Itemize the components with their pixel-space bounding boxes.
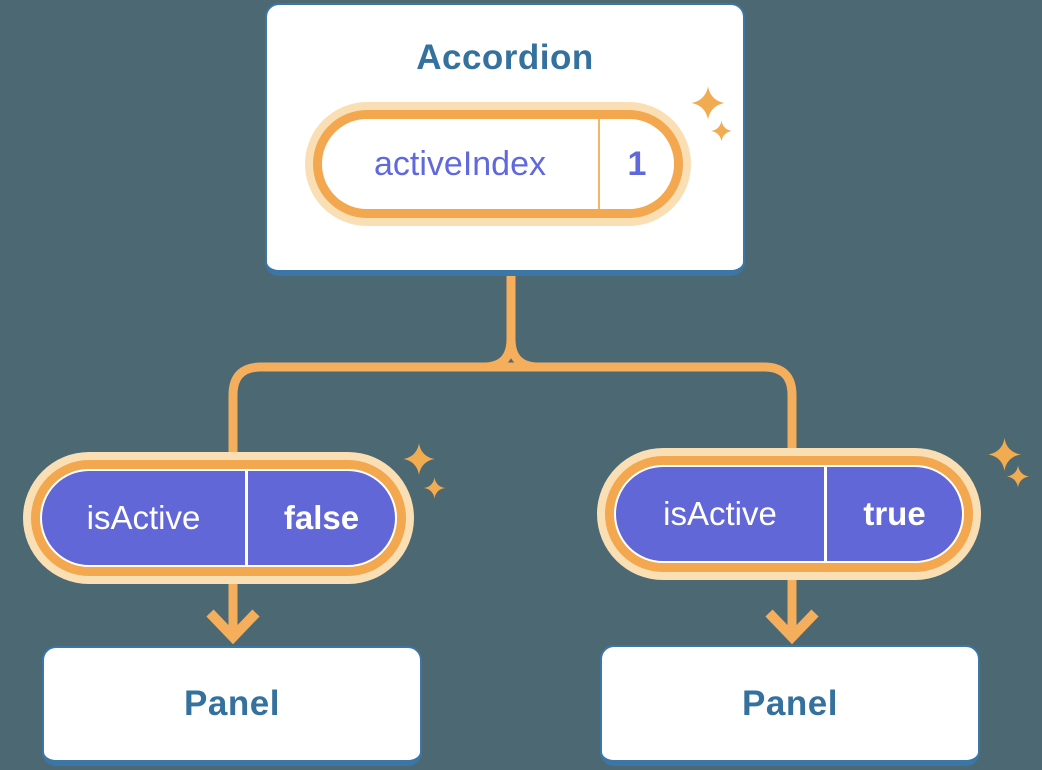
- panel-title: Panel: [742, 683, 838, 723]
- state-pill-ring: activeIndex 1: [313, 110, 683, 218]
- panel-card-left: Panel: [42, 646, 422, 766]
- pill-divider: [598, 119, 600, 209]
- sparkle-large-icon: [691, 86, 725, 120]
- panel-title: Panel: [184, 684, 280, 723]
- connector-branch-bar: [228, 362, 797, 460]
- prop-value: true: [863, 495, 926, 532]
- sparkle-small-icon: [1007, 465, 1029, 488]
- arrowhead-right-icon: [765, 609, 819, 645]
- prop-pill-ring: isActive false: [31, 460, 406, 576]
- sparkle-large-icon: [403, 443, 435, 475]
- active-index-state-pill: activeIndex 1: [305, 102, 691, 226]
- sparkle-small-icon: [424, 477, 445, 499]
- panel-card-right: Panel: [600, 645, 980, 766]
- prop-pill-ring: isActive true: [605, 456, 973, 572]
- state-value: 1: [627, 144, 647, 183]
- is-active-pill-left: isActive false: [23, 452, 414, 584]
- prop-value: false: [283, 499, 360, 536]
- pill-divider: [245, 471, 248, 565]
- prop-name-label: isActive: [86, 499, 201, 536]
- sparkle-small-icon: [711, 120, 732, 142]
- pill-divider: [824, 467, 827, 561]
- is-active-pill-right: isActive true: [597, 448, 981, 580]
- prop-name-label: isActive: [663, 495, 777, 532]
- accordion-title: Accordion: [416, 38, 594, 77]
- sparkle-large-icon: [988, 438, 1021, 471]
- state-name-label: activeIndex: [374, 144, 546, 183]
- arrowhead-left-icon: [206, 609, 260, 645]
